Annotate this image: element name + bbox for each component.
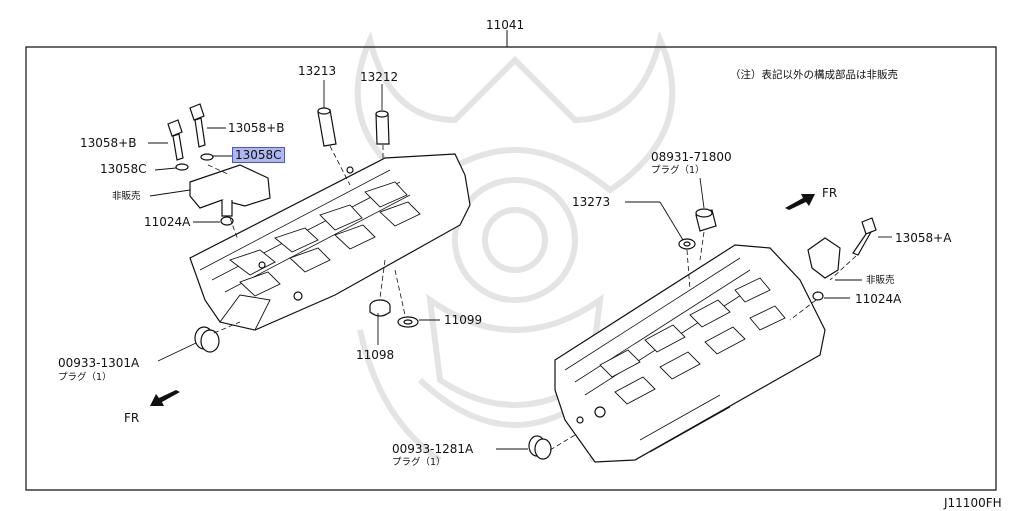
sales-note: （注）表記以外の構成部品は非販売 xyxy=(730,69,898,81)
part-00933-1301a[interactable]: 00933-1301A xyxy=(58,356,140,370)
leader-lines xyxy=(148,80,892,450)
part-13058b-right[interactable]: 13058+B xyxy=(228,121,285,135)
front-label-bottom: FR xyxy=(124,411,140,425)
part-08931-71800[interactable]: 08931-71800 xyxy=(651,150,732,164)
part-00933-1281a-plug-qty: プラグ（1） xyxy=(392,457,446,468)
not-for-sale-left: 非販売 xyxy=(112,191,141,202)
part-13273[interactable]: 13273 xyxy=(572,195,611,209)
part-13058c-left[interactable]: 13058C xyxy=(100,162,147,176)
front-arrow-bottom-icon xyxy=(150,390,180,406)
part-11098[interactable]: 11098 xyxy=(356,348,395,362)
part-00933-1281a[interactable]: 00933-1281A xyxy=(392,442,474,456)
part-08931-plug-qty: プラグ（1） xyxy=(651,165,705,176)
part-11024a-left[interactable]: 11024A xyxy=(144,215,191,229)
not-for-sale-right: 非販売 xyxy=(866,275,895,286)
cylinder-head-right xyxy=(554,244,826,463)
assembly-frame xyxy=(25,46,997,491)
dashed-guides xyxy=(207,145,857,451)
part-11099[interactable]: 11099 xyxy=(444,313,483,327)
part-11024a-right[interactable]: 11024A xyxy=(855,292,902,306)
front-label-top: FR xyxy=(822,186,838,200)
part-13212[interactable]: 13212 xyxy=(360,70,399,84)
part-13058c-highlighted[interactable]: 13058C xyxy=(232,147,285,163)
cylinder-head-left xyxy=(189,153,471,331)
part-00933-1301a-plug-qty: プラグ（1） xyxy=(58,372,112,383)
part-13058b-left[interactable]: 13058+B xyxy=(80,136,137,150)
part-13213[interactable]: 13213 xyxy=(298,64,337,78)
assembly-part-number[interactable]: 11041 xyxy=(486,18,525,32)
diagram-code: J11100FH xyxy=(944,496,1002,510)
part-13058a[interactable]: 13058+A xyxy=(895,231,952,245)
small-parts xyxy=(167,103,877,460)
front-arrow-top-icon xyxy=(785,194,815,210)
